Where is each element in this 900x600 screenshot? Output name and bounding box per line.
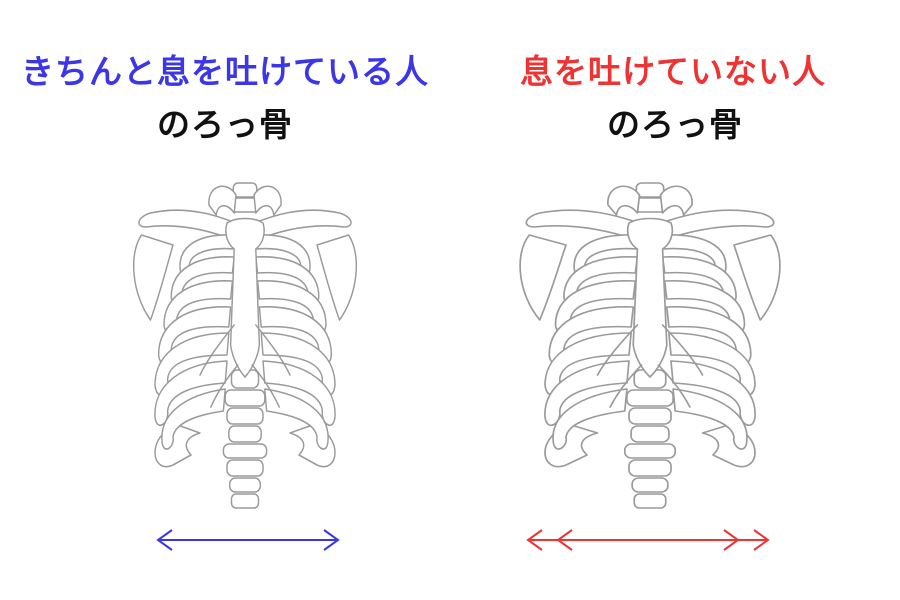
ribcage-illustration xyxy=(132,182,358,509)
panel-not-exhaling: 息を吐けていない人 のろっ骨 xyxy=(450,0,900,600)
panel-exhaling: きちんと息を吐けている人 のろっ骨 xyxy=(21,52,429,551)
title-not-exhaling-suffix: のろっ骨 xyxy=(607,105,743,144)
title-exhaling-suffix: のろっ骨 xyxy=(157,105,293,144)
double-headed-arrow xyxy=(526,529,770,551)
title-not-exhaling-colored: 息を吐けていない人 xyxy=(520,52,826,91)
double-headed-arrow xyxy=(156,529,340,551)
ribcage-illustration xyxy=(519,182,781,509)
title-exhaling-colored: きちんと息を吐けている人 xyxy=(21,52,429,91)
